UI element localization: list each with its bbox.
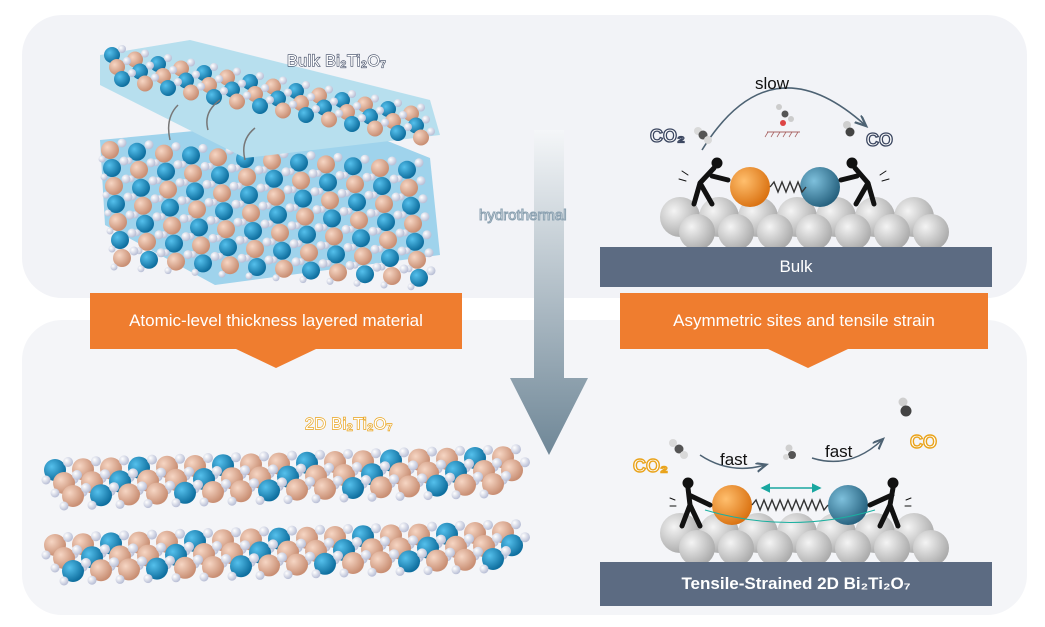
bulk-top-sheet <box>100 40 440 161</box>
pusher-left <box>678 157 731 207</box>
slow-arc <box>701 87 865 151</box>
twod-title: 2D Bi₂Ti₂O₇ <box>304 415 393 433</box>
fast-arrow-1 <box>699 454 765 468</box>
co2-label-top: CO₂ <box>649 125 685 146</box>
strained-surface-scheme <box>660 397 949 566</box>
right-down-chevron <box>768 349 848 368</box>
hydrothermal-arrow <box>510 130 588 455</box>
atomic-thickness-box: Atomic-level thickness layered material <box>90 293 462 349</box>
co-molecule-top <box>843 121 855 137</box>
co2-molecule-bottom <box>669 439 688 459</box>
bulk-surface-scheme <box>660 87 949 250</box>
asymmetric-sites-box: Asymmetric sites and tensile strain <box>620 293 988 349</box>
spring-top <box>769 180 807 194</box>
bulk-substrate-bar: Bulk <box>600 247 992 287</box>
bulk-crystal <box>98 118 440 291</box>
puller-right <box>867 477 912 529</box>
pusher-right <box>838 157 890 207</box>
co2-label-bottom: CO₂ <box>632 455 668 476</box>
co-label-top: CO <box>865 129 893 150</box>
fast-label-1: fast <box>720 450 748 469</box>
intermediate-molecule-bottom <box>783 444 796 460</box>
intermediate-icon <box>764 104 800 138</box>
slow-label: slow <box>755 74 790 93</box>
fast-arrow-2 <box>811 440 882 463</box>
twod-sheets <box>41 444 530 586</box>
puller-left <box>669 477 713 529</box>
co-molecule-bottom <box>898 397 912 417</box>
spring-bottom <box>751 498 829 512</box>
co2-molecule-top <box>694 127 712 144</box>
strained-substrate-bar: Tensile-Strained 2D Bi₂Ti₂O₇ <box>600 562 992 606</box>
fast-label-2: fast <box>825 442 853 461</box>
bulk-title: Bulk Bi₂Ti₂O₇ <box>286 52 387 70</box>
hydrothermal-label: hydrothermal <box>479 207 568 225</box>
co-label-bottom: CO <box>909 431 937 452</box>
left-down-chevron <box>236 349 316 368</box>
